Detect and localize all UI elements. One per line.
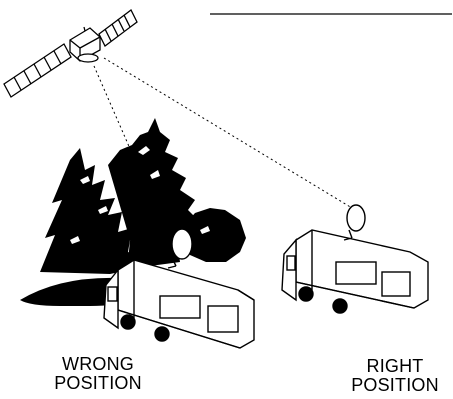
right-position-label: RIGHT POSITION bbox=[340, 357, 450, 395]
right-position-label-line1: RIGHT bbox=[340, 357, 450, 376]
right-position-label-line2: POSITION bbox=[340, 376, 450, 395]
rv-icon bbox=[282, 230, 428, 313]
satellite-dish-icon bbox=[344, 205, 365, 240]
wrong-position-label-line2: POSITION bbox=[38, 374, 158, 393]
wrong-position-label-line1: WRONG bbox=[38, 355, 158, 374]
satellite-icon bbox=[4, 10, 137, 97]
rv-icon bbox=[104, 260, 254, 348]
wrong-position-label: WRONG POSITION bbox=[38, 355, 158, 393]
signal-path-wrong bbox=[94, 66, 131, 151]
